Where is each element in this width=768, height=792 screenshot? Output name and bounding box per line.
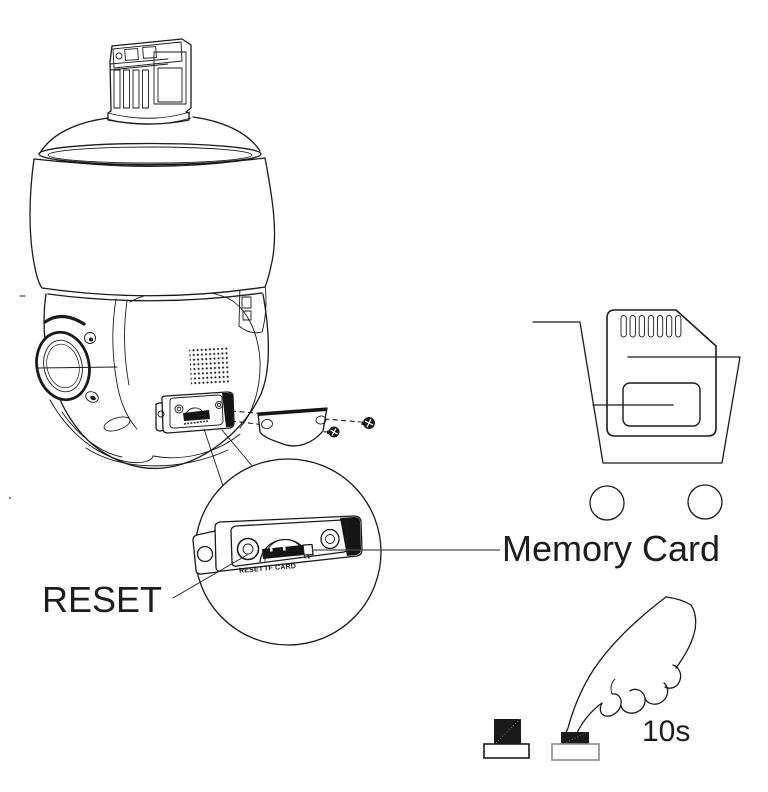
screw-icon [327,426,340,438]
dome-cover [29,116,276,297]
vent-hole [103,416,131,432]
reset-button-unpressed-icon [483,718,530,759]
cart-wheel [589,485,625,521]
slot-cover-plate [230,407,375,447]
sd-card-label-area [622,382,701,427]
memory-card-purchase-illustration [532,309,741,521]
screw-hole [196,545,214,563]
reset-leader-line [172,554,248,599]
camera-lens [35,330,91,402]
cart-wheel [687,484,723,520]
press-reset-instruction: 10s [483,596,697,761]
connector-block [106,38,192,125]
panel-detail: RESET TF CARD [192,515,363,575]
reset-button-detail [236,537,260,561]
sd-card-icon [606,309,717,437]
small-port [85,391,99,403]
panel-tf-card-label: TF CARD [264,563,297,572]
camera-head [35,282,270,470]
screw-hole [320,528,340,550]
shopping-cart-icon [532,321,741,521]
magnifier-cone-line [203,428,224,487]
magnifier-detail: RESET TF CARD [192,428,382,646]
lens-hood [43,314,86,326]
panel-reset-label: RESET [239,566,264,575]
magnifier-cone-line [221,429,254,468]
tf-card-inserted [262,545,304,559]
memory-card-label: Memory Card [502,528,720,569]
ptz-dome-camera-illustration [29,38,375,470]
reset-label: RESET [42,579,162,620]
speaker-grill [189,344,231,386]
card-slot-panel [155,391,235,434]
small-knob [84,332,96,344]
screw-icon [361,417,375,429]
reset-button-pressed-icon [551,731,600,761]
duration-label: 10s [642,715,690,748]
stray-dot [9,497,11,499]
